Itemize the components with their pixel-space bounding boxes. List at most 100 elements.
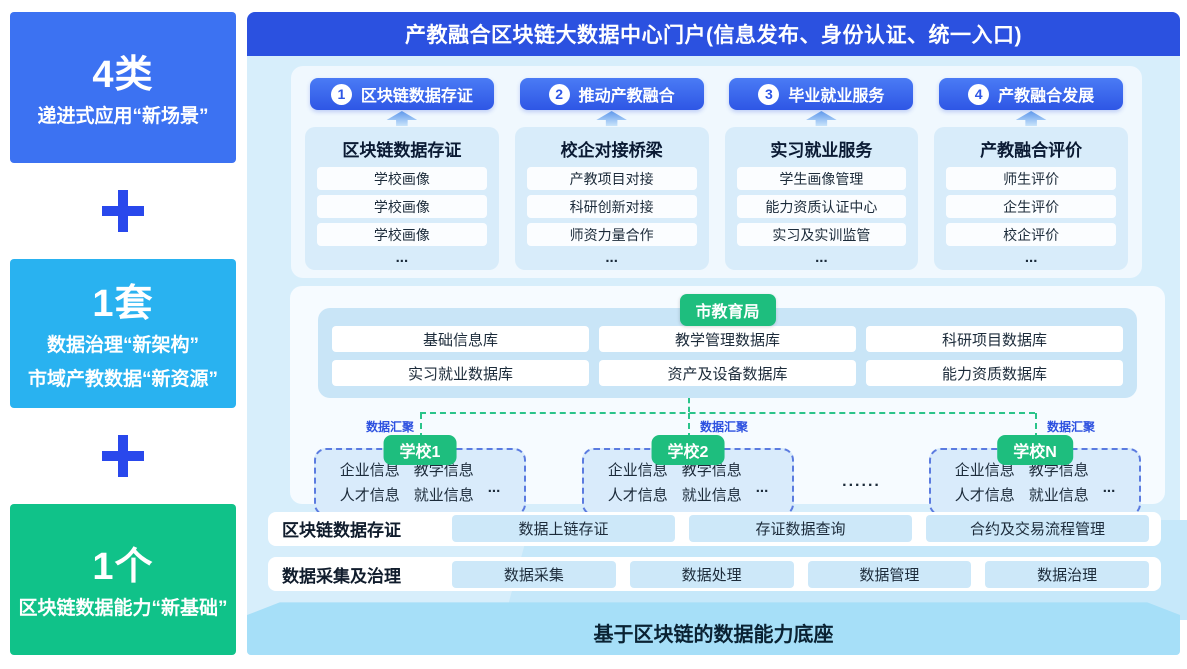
sidebar-summary: 4类 递进式应用“新场景” 1套 数据治理“新架构” 市域产教数据“新资源” 1… — [10, 12, 236, 655]
arrow-up-icon — [806, 111, 837, 126]
aggregation-label: 数据汇聚 — [365, 420, 414, 434]
app-item: 企生评价 — [946, 195, 1116, 218]
connector-line — [688, 398, 690, 412]
ellipsis-more: ... — [1102, 478, 1116, 496]
aggregation-label: 数据汇聚 — [700, 420, 749, 434]
database-grid: 基础信息库 教学管理数据库 科研项目数据库 实习就业数据库 资产及设备数据库 能… — [332, 326, 1123, 386]
summary-block-governance: 1套 数据治理“新架构” 市域产教数据“新资源” — [10, 259, 236, 408]
arrow-up-icon — [596, 111, 627, 126]
number-3-icon: 3 — [758, 83, 780, 105]
app-badge-label: 区块链数据存证 — [360, 88, 473, 105]
app-badge-2: 2 推动产教融合 — [519, 78, 704, 110]
portal-title-bar: 产教融合区块链大数据中心门户(信息发布、身份认证、统一入口) — [247, 12, 1180, 56]
layer-item: 数据处理 — [629, 560, 794, 588]
app-card-title: 校企对接桥梁 — [560, 141, 663, 160]
number-2-icon: 2 — [548, 83, 570, 105]
app-item: 科研创新对接 — [526, 195, 697, 218]
connector-line — [420, 413, 422, 439]
layer-label: 区块链数据存证 — [282, 521, 401, 541]
school-info: 教学信息 — [1028, 462, 1089, 479]
school-info: 就业信息 — [681, 487, 742, 504]
app-column-4: 4 产教融合发展 产教融合评价 师生评价 企生评价 校企评价 ... — [934, 78, 1128, 270]
school-box-n: 学校N 企业信息 人才信息 教学信息 就业信息 ... — [929, 435, 1141, 516]
summary-block-foundation: 1个 区块链数据能力“新基础” — [10, 504, 236, 655]
main-diagram: 产教融合区块链大数据中心门户(信息发布、身份认证、统一入口) 1 区块链数据存证… — [247, 12, 1187, 655]
layer-data-governance: 数据采集及治理 数据采集 数据处理 数据管理 数据治理 — [268, 556, 1161, 592]
layer-items: 数据采集 数据处理 数据管理 数据治理 — [452, 560, 1149, 588]
app-column-3: 3 毕业就业服务 实习就业服务 学生画像管理 能力资质认证中心 实习及实训监管 … — [724, 78, 919, 270]
education-bureau-panel: 市教育局 基础信息库 教学管理数据库 科研项目数据库 实习就业数据库 资产及设备… — [318, 294, 1137, 398]
school-badge: 学校2 — [651, 435, 725, 465]
schools-ellipsis: ...... — [842, 473, 881, 490]
ellipsis-more: ... — [487, 478, 501, 496]
layer-item: 合约及交易流程管理 — [926, 515, 1149, 543]
summary-count: 1个 — [92, 545, 154, 588]
layer-item: 数据上链存证 — [452, 515, 675, 543]
database-box: 资产及设备数据库 — [599, 360, 856, 386]
app-item: 学校画像 — [317, 195, 487, 218]
app-item: 学校画像 — [317, 223, 487, 246]
app-card-title: 区块链数据存证 — [342, 141, 462, 160]
layer-item: 数据管理 — [807, 560, 972, 588]
ellipsis-more: ... — [755, 478, 769, 496]
school-box-1: 学校1 企业信息 人才信息 教学信息 就业信息 ... — [314, 435, 526, 516]
database-box: 教学管理数据库 — [599, 326, 856, 352]
app-item: 学生画像管理 — [736, 167, 907, 190]
layer-item: 数据采集 — [452, 560, 616, 588]
layer-items: 数据上链存证 存证数据查询 合约及交易流程管理 — [452, 515, 1149, 543]
foundation-bar: 基于区块链的数据能力底座 — [247, 602, 1180, 655]
app-item: 师资力量合作 — [526, 223, 697, 246]
school-info: 企业信息 — [339, 462, 400, 479]
school-info-column: 企业信息 人才信息 — [955, 459, 1015, 505]
number-4-icon: 4 — [968, 83, 990, 105]
school-info: 教学信息 — [681, 462, 742, 479]
arrow-up-icon — [1015, 111, 1047, 126]
database-box: 实习就业数据库 — [332, 360, 589, 386]
school-info: 就业信息 — [1028, 487, 1089, 504]
school-badge: 学校1 — [383, 435, 457, 465]
app-badge-1: 1 区块链数据存证 — [309, 78, 494, 110]
aggregation-label: 数据汇聚 — [1047, 420, 1096, 434]
database-box: 能力资质数据库 — [866, 360, 1123, 386]
school-info-column: 教学信息 就业信息 — [682, 459, 742, 505]
number-1-icon: 1 — [330, 83, 352, 105]
plus-separator — [102, 408, 144, 504]
data-center-panel: 市教育局 基础信息库 教学管理数据库 科研项目数据库 实习就业数据库 资产及设备… — [290, 286, 1165, 516]
app-item: 实习及实训监管 — [736, 223, 907, 246]
app-column-2: 2 推动产教融合 校企对接桥梁 产教项目对接 科研创新对接 师资力量合作 ... — [514, 78, 709, 270]
arrow-up-icon — [386, 111, 418, 126]
app-item: 校企评价 — [946, 223, 1116, 246]
connector-line — [688, 413, 690, 439]
school-badge: 学校N — [997, 435, 1073, 465]
ellipsis-more: ... — [815, 249, 828, 266]
schools-row: 学校1 企业信息 人才信息 教学信息 就业信息 ... 学校2 企业信息 人才信… — [314, 435, 1141, 516]
foundation-title: 基于区块链的数据能力底座 — [593, 624, 834, 647]
summary-caption: 数据治理“新架构” — [46, 334, 199, 356]
layer-label: 数据采集及治理 — [282, 566, 401, 586]
database-box: 基础信息库 — [332, 326, 589, 352]
database-box: 科研项目数据库 — [866, 326, 1123, 352]
app-card-3: 实习就业服务 学生画像管理 能力资质认证中心 实习及实训监管 ... — [724, 127, 919, 270]
app-card-4: 产教融合评价 师生评价 企生评价 校企评价 ... — [934, 127, 1128, 270]
plus-icon — [102, 190, 144, 232]
summary-block-scenarios: 4类 递进式应用“新场景” — [10, 12, 236, 163]
summary-caption: 市域产教数据“新资源” — [27, 369, 218, 390]
school-info-column: 企业信息 人才信息 — [340, 459, 400, 505]
school-info: 企业信息 — [607, 462, 668, 479]
app-badge-label: 推动产教融合 — [578, 88, 675, 105]
app-badge-label: 毕业就业服务 — [788, 88, 885, 105]
layer-blockchain-evidence: 区块链数据存证 数据上链存证 存证数据查询 合约及交易流程管理 — [268, 511, 1161, 546]
app-badge-label: 产教融合发展 — [998, 88, 1095, 105]
app-item: 学校画像 — [317, 167, 487, 190]
app-item: 产教项目对接 — [526, 167, 697, 190]
summary-count: 1套 — [92, 282, 154, 325]
school-info: 教学信息 — [413, 462, 474, 479]
app-card-2: 校企对接桥梁 产教项目对接 科研创新对接 师资力量合作 ... — [514, 127, 709, 270]
summary-count: 4类 — [92, 53, 154, 96]
ellipsis-more: ... — [1024, 249, 1038, 266]
app-card-1: 区块链数据存证 学校画像 学校画像 学校画像 ... — [305, 127, 499, 270]
app-badge-4: 4 产教融合发展 — [939, 78, 1124, 110]
plus-separator — [102, 163, 144, 259]
app-item: 能力资质认证中心 — [736, 195, 907, 218]
school-info: 人才信息 — [607, 487, 668, 504]
